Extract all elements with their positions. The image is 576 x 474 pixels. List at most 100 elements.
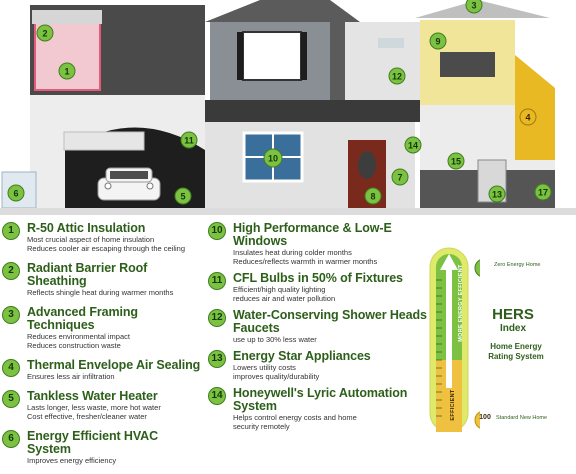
feature-desc: Cost effective, fresher/cleaner water xyxy=(27,412,147,421)
feature-title: Energy Efficient HVAC System xyxy=(27,429,159,456)
feature-item: 2 Radiant Barrier Roof Sheathing Reflect… xyxy=(0,262,205,297)
car xyxy=(97,167,161,201)
hers-gauge xyxy=(429,247,480,432)
feature-desc: security remotely xyxy=(233,422,290,431)
feature-desc: Ensures less air infiltration xyxy=(27,372,115,381)
gauge-bottom-label: EFFICIENT xyxy=(450,389,456,421)
upstairs-window xyxy=(242,31,302,81)
feature-number-badge: 5 xyxy=(2,390,20,408)
feature-item: 12 Water-Conserving Shower Heads & Fauce… xyxy=(206,309,446,344)
marker-9: 9 xyxy=(429,32,447,50)
feature-desc: Lowers utility costs xyxy=(233,363,296,372)
hers-subtitle: Index xyxy=(499,323,527,334)
svg-text:13: 13 xyxy=(492,190,502,200)
feature-desc: Insulates heat during colder months xyxy=(233,248,352,257)
hers-hundred-label: Standard New Home xyxy=(496,415,548,421)
marker-11: 11 xyxy=(180,131,198,149)
feature-number-badge: 14 xyxy=(208,387,226,405)
svg-text:12: 12 xyxy=(392,72,402,82)
marker-2: 2 xyxy=(36,24,54,42)
svg-text:11: 11 xyxy=(184,136,194,146)
feature-item: 1 R-50 Attic Insulation Most crucial asp… xyxy=(0,222,205,253)
feature-number-badge: 6 xyxy=(2,430,20,448)
feature-item: 11 CFL Bulbs in 50% of Fixtures Efficien… xyxy=(206,272,446,303)
feature-number-badge: 13 xyxy=(208,350,226,368)
marker-4: 4 xyxy=(519,108,537,126)
feature-item: 3 Advanced Framing Techniques Reduces en… xyxy=(0,306,205,350)
porch-roof xyxy=(205,100,420,122)
radiant-barrier xyxy=(32,10,102,24)
feature-desc: use up to 30% less water xyxy=(233,335,317,344)
feature-desc: Efficient/high quality lighting xyxy=(233,285,326,294)
marker-5: 5 xyxy=(174,187,192,205)
svg-text:2: 2 xyxy=(42,29,47,39)
feature-desc: reduces air and water pollution xyxy=(233,294,336,303)
hers-title: HERS xyxy=(492,306,534,323)
feature-item: 14 Honeywell's Lyric Automation System H… xyxy=(206,387,446,431)
marker-7: 7 xyxy=(391,168,409,186)
feature-desc: improves quality/durability xyxy=(233,372,320,381)
marker-12: 12 xyxy=(388,67,406,85)
svg-text:10: 10 xyxy=(268,154,278,164)
feature-desc: Reduces construction waste xyxy=(27,341,121,350)
feature-title: Energy Star Appliances xyxy=(233,349,371,363)
feature-title: High Performance & Low-E Windows xyxy=(233,221,392,248)
marker-1: 1 xyxy=(58,62,76,80)
feature-title: R-50 Attic Insulation xyxy=(27,221,146,235)
feature-item: 13 Energy Star Appliances Lowers utility… xyxy=(206,350,446,381)
feature-number-badge: 3 xyxy=(2,306,20,324)
ground xyxy=(0,208,576,215)
feature-desc: Improves energy efficiency xyxy=(27,456,117,465)
svg-text:5: 5 xyxy=(180,192,185,202)
features-right-list: 10 High Performance & Low-E Windows Insu… xyxy=(206,222,446,437)
gauge-ticks xyxy=(436,279,442,417)
svg-text:9: 9 xyxy=(435,37,440,47)
svg-text:4: 4 xyxy=(525,113,530,123)
marker-13: 13 xyxy=(488,185,506,203)
hers-hundred-badge: 100 xyxy=(479,414,491,421)
features-left-list: 1 R-50 Attic Insulation Most crucial asp… xyxy=(0,222,205,474)
feature-desc: Reduces environmental impact xyxy=(27,332,130,341)
feature-title: Water-Conserving Shower Heads & Faucets xyxy=(233,308,440,335)
yellow-wall xyxy=(515,55,555,160)
feature-desc: Reduces/reflects warmth in warmer months xyxy=(233,257,378,266)
feature-desc: Helps control energy costs and home xyxy=(233,413,357,422)
feature-number-badge: 4 xyxy=(2,359,20,377)
feature-number-badge: 10 xyxy=(208,222,226,240)
hers-zero-badge: 0 xyxy=(482,261,488,270)
gauge-arrow-label: MORE ENERGY EFFICIENT xyxy=(458,264,464,342)
house-illustration: 1 2 3 4 5 6 7 8 9 10 11 12 13 14 15 17 xyxy=(0,0,576,215)
feature-title: CFL Bulbs in 50% of Fixtures xyxy=(233,271,403,285)
svg-text:17: 17 xyxy=(538,188,548,198)
feature-number-badge: 2 xyxy=(2,262,20,280)
feature-item: 10 High Performance & Low-E Windows Insu… xyxy=(206,222,446,266)
marker-8: 8 xyxy=(364,187,382,205)
feature-number-badge: 12 xyxy=(208,309,226,327)
feature-number-badge: 1 xyxy=(2,222,20,240)
feature-title: Radiant Barrier Roof Sheathing xyxy=(27,261,148,288)
svg-text:7: 7 xyxy=(397,173,402,183)
right-roof xyxy=(415,0,550,18)
hers-zero-label: Zero Energy Home xyxy=(494,262,541,268)
marker-3: 3 xyxy=(465,0,483,14)
garage-door xyxy=(63,131,145,151)
feature-title: Tankless Water Heater xyxy=(27,389,158,403)
feature-desc: Reflects shingle heat during warmer mont… xyxy=(27,288,174,297)
bathroom xyxy=(345,22,420,102)
feature-number-badge: 11 xyxy=(208,272,226,290)
svg-text:14: 14 xyxy=(408,141,418,151)
marker-15: 15 xyxy=(447,152,465,170)
feature-title: Thermal Envelope Air Sealing xyxy=(27,358,201,372)
feature-item: 6 Energy Efficient HVAC System Improves … xyxy=(0,430,205,465)
svg-text:1: 1 xyxy=(64,67,69,77)
feature-desc: Reduces cooler air escaping through the … xyxy=(27,244,186,253)
feature-title: Advanced Framing Techniques xyxy=(27,305,138,332)
hers-caption: Home Energy Rating System xyxy=(488,342,544,361)
feature-item: 4 Thermal Envelope Air Sealing Ensures l… xyxy=(0,359,205,381)
feature-title: Honeywell's Lyric Automation System xyxy=(233,386,408,413)
svg-text:8: 8 xyxy=(370,192,375,202)
svg-text:6: 6 xyxy=(13,189,18,199)
marker-6: 6 xyxy=(7,184,25,202)
feature-desc: Most crucial aspect of home insulation xyxy=(27,235,155,244)
feature-item: 5 Tankless Water Heater Lasts longer, le… xyxy=(0,390,205,421)
